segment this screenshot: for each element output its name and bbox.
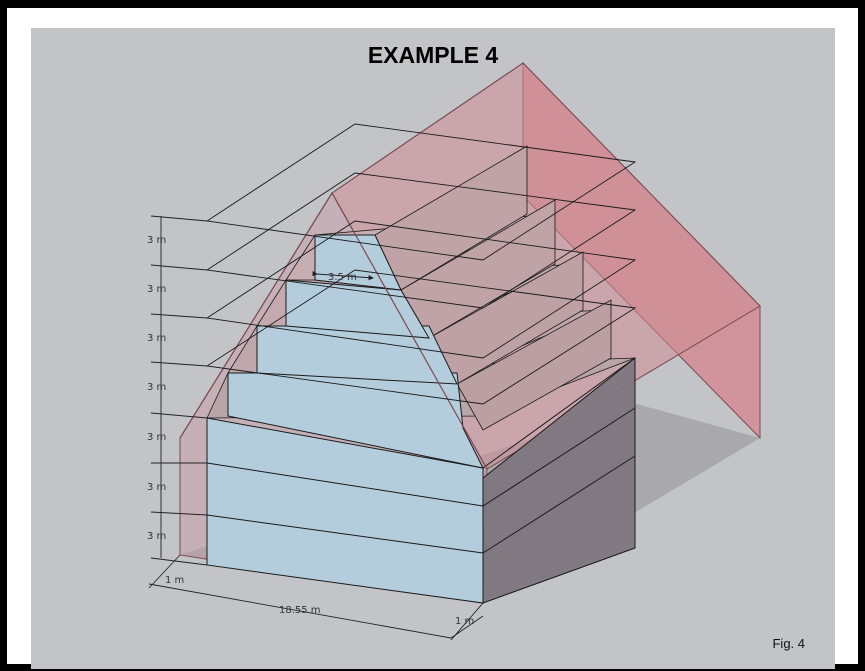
offset-left-label: 1 m [165,575,184,586]
height-label-5: 3 m [147,432,166,443]
height-dimension-chain [150,215,208,566]
length-dimension [148,554,484,641]
level-planes [205,123,637,405]
height-label-2: 3 m [147,284,166,295]
stepback-dimension: 3.5 m [312,270,374,283]
front-face-tier-3 [285,279,430,339]
offset-right-label: 1 m [455,616,474,627]
height-label-3: 3 m [147,333,166,344]
height-label-7: 3 m [147,531,166,542]
stepback-label: 3.5 m [328,272,357,283]
height-dimension-labels: 3 m 3 m 3 m 3 m 3 m 3 m 3 m [147,235,166,542]
isometric-diagram: 3 m 3 m 3 m 3 m 3 m 3 m 3 m 3.5 m 18.55 … [147,61,761,641]
height-label-4: 3 m [147,382,166,393]
figure-frame: 3 m 3 m 3 m 3 m 3 m 3 m 3 m 3.5 m 18.55 … [7,8,858,669]
height-label-6: 3 m [147,482,166,493]
step-block-1 [456,299,612,431]
drawing-viewport: 3 m 3 m 3 m 3 m 3 m 3 m 3 m 3.5 m 18.55 … [31,28,835,669]
height-label-1: 3 m [147,235,166,246]
page-title: EXAMPLE 4 [367,42,499,68]
storey-lines [206,357,636,554]
length-label: 18.55 m [279,605,321,616]
figure-label: Fig. 4 [772,636,805,651]
